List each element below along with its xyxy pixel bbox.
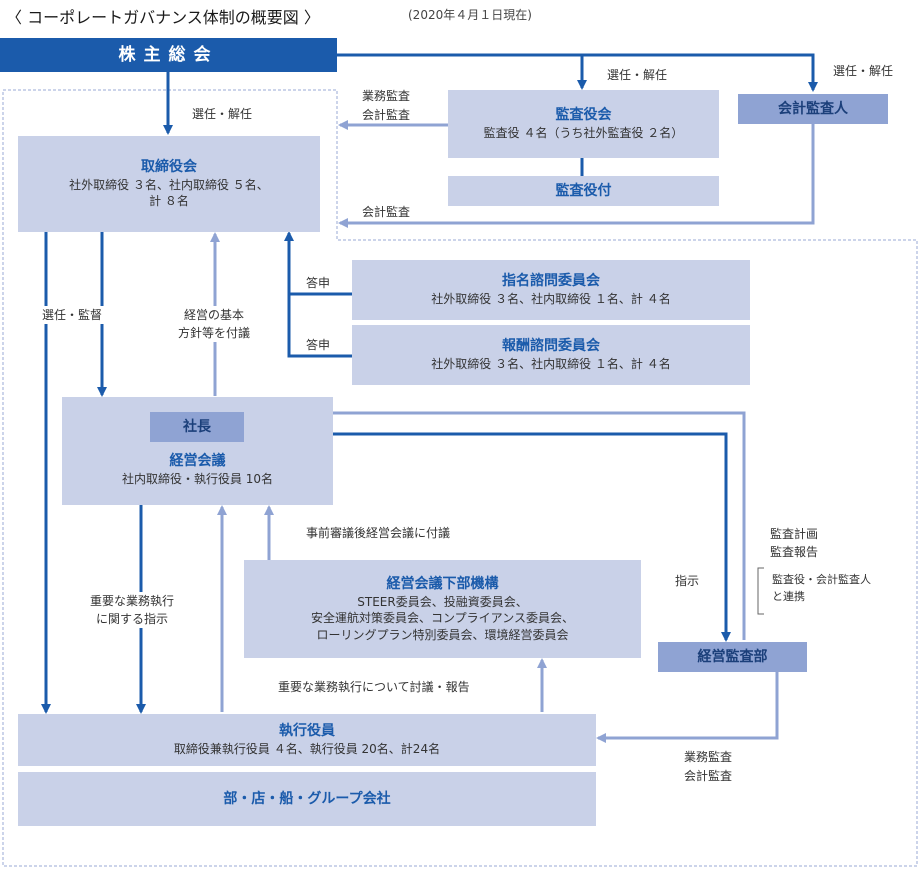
compensation-committee-desc: 社外取締役 ３名、社内取締役 １名、計 ４名: [431, 357, 671, 372]
president-box: 社長: [150, 412, 244, 442]
label-elect-dismiss-auditors: 選任・解任: [607, 68, 668, 82]
nomination-committee-title: 指名諮問委員会: [502, 273, 600, 290]
label-report-compensation: 答申: [306, 338, 331, 352]
executive-officers-title: 執行役員: [279, 723, 335, 740]
board-title: 取締役会: [141, 159, 197, 176]
label-basic-policy: 経営の基本 方針等を付議: [178, 306, 251, 342]
label-audit-report: 監査報告: [770, 545, 819, 559]
group-companies-title: 部・店・船・グループ会社: [223, 790, 391, 807]
audit-board-desc: 監査役 ４名（うち社外監査役 ２名）: [483, 126, 684, 141]
label-elect-dismiss-accounting: 選任・解任: [833, 64, 894, 78]
auditor-staff-box: 監査役付: [448, 176, 719, 206]
sub-committees-line-1: STEER委員会、投融資委員会、: [357, 595, 528, 610]
label-important-business-1: 重要な業務執行: [90, 594, 175, 608]
label-coordination: 監査役・会計監査人 と連携: [772, 572, 871, 605]
audit-board-title: 監査役会: [555, 107, 612, 124]
executive-officers-desc: 取締役兼執行役員 ４名、執行役員 20名、計24名: [173, 742, 441, 757]
internal-audit-title: 経営監査部: [697, 648, 768, 665]
label-prior-review: 事前審議後経営会議に付議: [306, 526, 451, 540]
audit-board-box: 監査役会 監査役 ４名（うち社外監査役 ２名）: [448, 90, 719, 158]
internal-audit-box: 経営監査部: [658, 642, 807, 672]
label-audit-plan: 監査計画: [770, 527, 819, 541]
board-desc-1: 社外取締役 ３名、社内取締役 ５名、: [69, 178, 269, 193]
label-important-business: 重要な業務執行 に関する指示: [90, 592, 175, 628]
auditor-staff-title: 監査役付: [555, 182, 612, 199]
nomination-committee-desc: 社外取締役 ３名、社内取締役 １名、計 ４名: [431, 292, 671, 307]
compensation-committee-title: 報酬諮問委員会: [502, 338, 600, 355]
shareholders-meeting-title: 株主総会: [118, 44, 219, 65]
label-accounting-audit-1: 会計監査: [362, 108, 411, 122]
president-title: 社長: [183, 418, 211, 435]
label-elect-supervise: 選任・監督: [40, 306, 105, 324]
sub-committees-line-3: ローリングプラン特別委員会、環境経営委員会: [316, 627, 569, 642]
accounting-auditor-box: 会計監査人: [738, 94, 888, 124]
sub-committees-line-2: 安全運航対策委員会、コンプライアンス委員会、: [311, 611, 574, 626]
sub-committees-box: 経営会議下部機構 STEER委員会、投融資委員会、 安全運航対策委員会、コンプラ…: [244, 560, 641, 658]
group-companies-box: 部・店・船・グループ会社: [18, 772, 596, 826]
label-coordination-2: と連携: [772, 589, 805, 603]
label-basic-policy-2: 方針等を付議: [178, 326, 251, 340]
label-accounting-audit-3: 会計監査: [684, 769, 733, 783]
accounting-auditor-title: 会計監査人: [778, 100, 848, 117]
label-instruction: 指示: [675, 574, 700, 588]
management-meeting-title: 経営会議: [169, 453, 226, 470]
nomination-committee-box: 指名諮問委員会 社外取締役 ３名、社内取締役 １名、計 ４名: [352, 260, 750, 320]
board-desc-2: 計 ８名: [149, 194, 189, 209]
compensation-committee-box: 報酬諮問委員会 社外取締役 ３名、社内取締役 １名、計 ４名: [352, 325, 750, 385]
board-of-directors-box: 取締役会 社外取締役 ３名、社内取締役 ５名、 計 ８名: [18, 136, 320, 232]
label-business-audit: 業務監査: [362, 89, 411, 103]
management-meeting-desc: 社内取締役・執行役員 10名: [121, 472, 274, 487]
as-of-date: (2020年４月１日現在): [408, 8, 532, 22]
shareholders-meeting-box: 株主総会: [0, 38, 337, 72]
label-elect-dismiss-board: 選任・解任: [192, 107, 253, 121]
label-basic-policy-1: 経営の基本: [184, 308, 245, 322]
label-business-audit-2: 業務監査: [684, 750, 733, 764]
sub-committees-title: 経営会議下部機構: [386, 576, 499, 593]
label-report-nomination: 答申: [306, 276, 331, 290]
diagram-title: 〈 コーポレートガバナンス体制の概要図 〉: [6, 8, 320, 27]
label-accounting-audit-2: 会計監査: [362, 205, 411, 219]
label-discussion-report: 重要な業務執行について討議・報告: [278, 680, 470, 694]
executive-officers-box: 執行役員 取締役兼執行役員 ４名、執行役員 20名、計24名: [18, 714, 596, 766]
label-important-business-2: に関する指示: [96, 612, 169, 626]
label-coordination-1: 監査役・会計監査人: [772, 573, 871, 586]
